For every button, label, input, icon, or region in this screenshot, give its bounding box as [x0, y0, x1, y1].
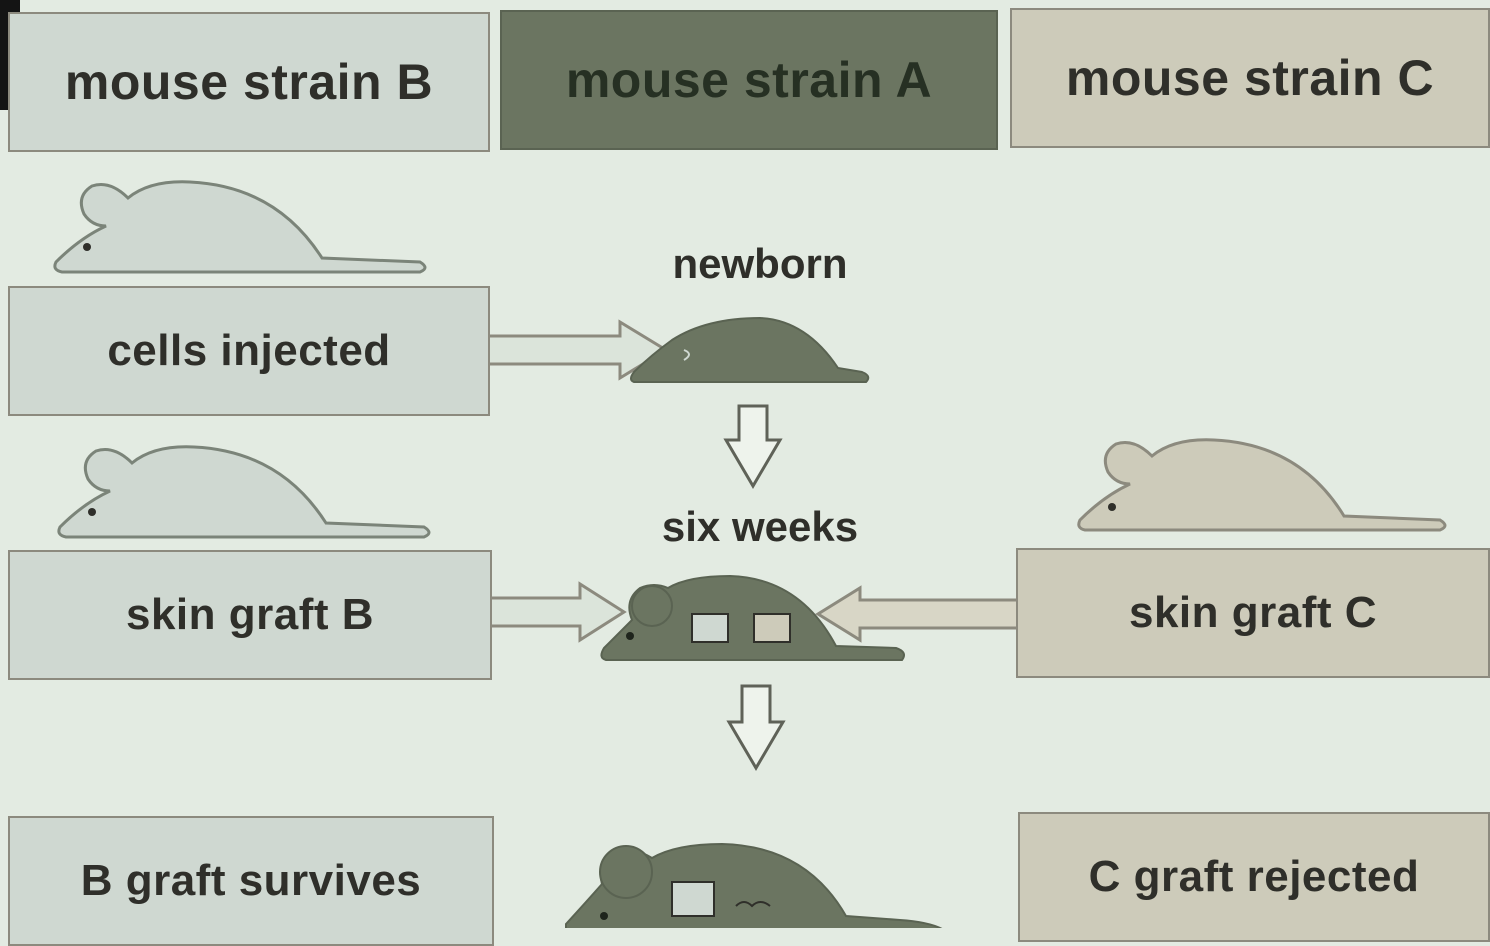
- down-arrow-2-icon: [729, 686, 783, 768]
- arrow-graft-c-icon: [818, 588, 1016, 640]
- mouse-c-icon: [1079, 440, 1445, 530]
- newborn-mouse-a-icon: [631, 318, 868, 382]
- down-arrow-1-icon: [726, 406, 780, 486]
- result-mouse-a-icon: [566, 844, 944, 928]
- mouse-b-top-icon: [55, 182, 425, 272]
- mouse-b-middle-icon: [59, 447, 429, 537]
- arrow-graft-b-icon: [492, 584, 624, 640]
